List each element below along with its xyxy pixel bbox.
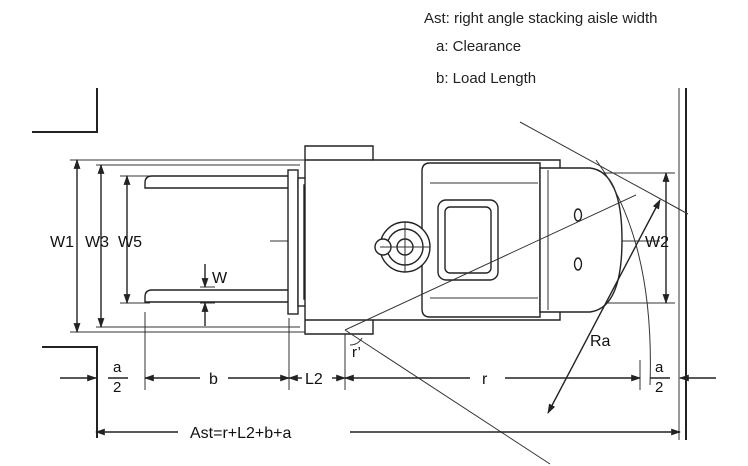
label-b: b — [209, 371, 218, 388]
label-a-left-num: a — [113, 359, 122, 376]
label-w: W — [212, 270, 228, 287]
label-w3: W3 — [85, 234, 109, 251]
label-r-prime: r’ — [352, 344, 361, 361]
label-ra: Ra — [590, 333, 611, 350]
label-a-right-den: 2 — [655, 379, 663, 396]
label-w5: W5 — [118, 234, 142, 251]
label-a-left-den: 2 — [113, 379, 121, 396]
legend-load-length: b: Load Length — [436, 70, 537, 87]
dimension-lines — [60, 159, 716, 436]
label-w2: W2 — [645, 234, 669, 251]
label-formula: Ast=r+L2+b+a — [190, 425, 292, 442]
steering-wheel — [374, 221, 431, 273]
dimension-labels: W1 W3 W5 W W2 Ra r’ a 2 b L2 r a 2 Ast=r… — [50, 234, 669, 442]
legend-clearance: a: Clearance — [436, 38, 522, 55]
label-a-right-num: a — [655, 359, 664, 376]
label-w1: W1 — [50, 234, 74, 251]
legend-ast: Ast: right angle stacking aisle width — [424, 10, 658, 27]
label-r: r — [482, 371, 488, 388]
truck-body — [304, 145, 623, 335]
forks — [144, 175, 293, 303]
label-l2: L2 — [305, 371, 323, 388]
